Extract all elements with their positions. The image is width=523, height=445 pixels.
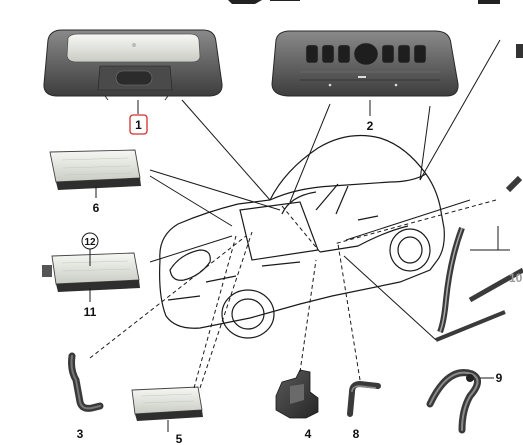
callout-10: 10 xyxy=(509,271,523,285)
part-3-cable xyxy=(68,352,104,412)
callout-1: 1 xyxy=(135,118,142,132)
part-8-hose xyxy=(347,380,381,417)
callout-8: 8 xyxy=(353,427,360,441)
part-5-light-module xyxy=(131,386,203,421)
part-2-roof-control-panel xyxy=(271,30,459,97)
callout-9: 9 xyxy=(496,371,503,385)
callout-2: 2 xyxy=(367,119,374,133)
part-6-light-module xyxy=(49,149,141,190)
callout-5: 5 xyxy=(176,432,183,445)
callout-6: 6 xyxy=(93,201,100,215)
car-outline xyxy=(159,134,445,339)
part-11-light-module xyxy=(42,252,140,292)
leader-lines xyxy=(89,39,510,389)
callout-1-highlight-box xyxy=(129,114,148,135)
part-1-front-interior-light xyxy=(43,29,223,101)
part-10-trim-strips xyxy=(435,44,523,342)
part-4-bracket xyxy=(275,369,319,419)
callout-3: 3 xyxy=(77,427,84,441)
callout-4: 4 xyxy=(305,427,312,441)
part-9-loop-cable xyxy=(426,369,481,434)
callout-ticks xyxy=(89,100,371,432)
callout-11: 11 xyxy=(84,305,97,319)
callout-12: 12 xyxy=(84,237,96,248)
top-edge-fragment xyxy=(228,0,500,4)
